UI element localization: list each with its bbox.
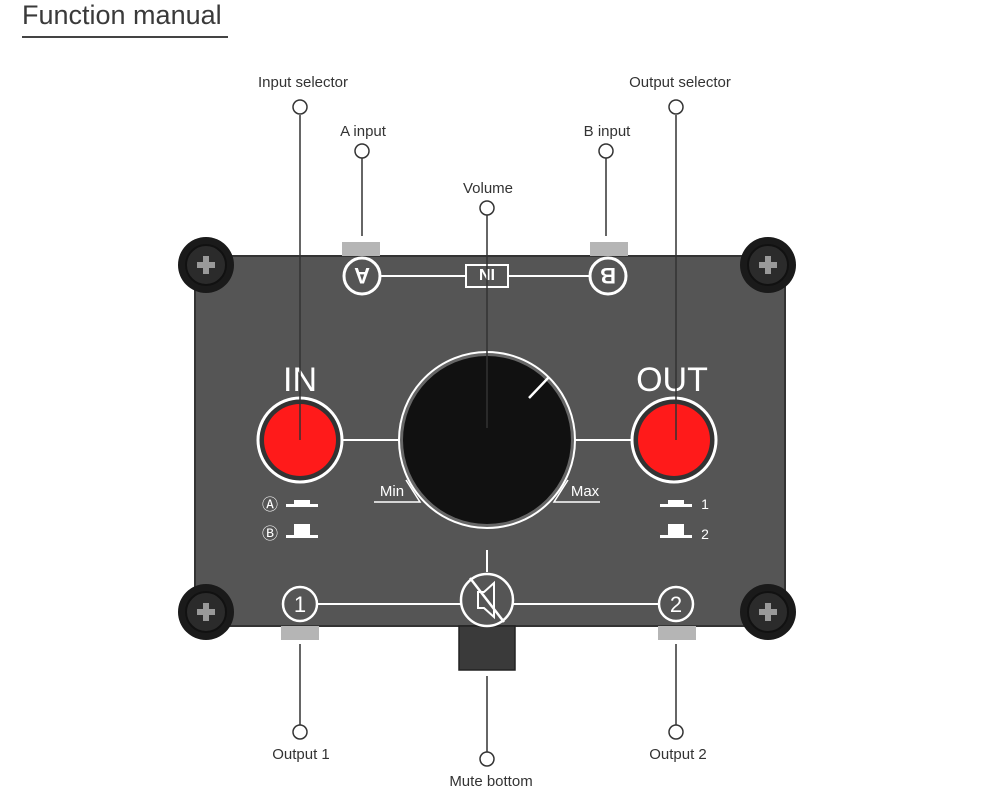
callout-volume: Volume <box>463 180 513 197</box>
callout-markers <box>292 99 684 767</box>
output-2-badge <box>657 585 695 623</box>
callout-a-input: A input <box>340 123 387 140</box>
b-input-glyph: B <box>600 263 616 288</box>
out-label: OUT <box>636 361 708 399</box>
callout-b-input: B input <box>584 123 632 140</box>
in-a-mark: Ⓐ <box>262 496 278 514</box>
max-label: Max <box>571 483 600 500</box>
output-2-port <box>658 626 696 640</box>
screw-top-right-icon <box>740 237 796 293</box>
in-b-switch-icon <box>286 535 318 538</box>
callout-output-selector: Output selector <box>629 74 731 91</box>
max-bracket <box>552 479 600 503</box>
in-a-switch-icon <box>286 504 318 507</box>
output-2-glyph: 2 <box>670 592 682 617</box>
title-underline <box>22 36 228 38</box>
out-1-mark: 1 <box>701 496 709 512</box>
screw-bottom-right-icon <box>740 584 796 640</box>
volume-pointer <box>528 376 550 399</box>
out-2-mark: 2 <box>701 526 709 542</box>
min-label: Min <box>380 483 404 500</box>
screw-bottom-left-icon <box>178 584 234 640</box>
out-2-switch-icon <box>660 535 692 538</box>
callout-output-1: Output 1 <box>272 746 330 763</box>
mute-button-body <box>458 625 516 671</box>
b-input-badge <box>588 256 628 296</box>
a-input-port <box>342 242 380 256</box>
b-input-port <box>590 242 628 256</box>
out-1-switch-icon <box>660 504 692 507</box>
min-bracket <box>374 479 422 503</box>
a-input-badge <box>342 256 382 296</box>
callout-leaders <box>299 115 677 752</box>
mute-speaker-icon <box>459 572 515 628</box>
output-1-port <box>281 626 319 640</box>
page-title: Function manual <box>22 0 222 30</box>
output-1-badge <box>281 585 319 623</box>
in-b-mark: Ⓑ <box>262 525 278 543</box>
callout-input-selector: Input selector <box>258 74 348 91</box>
a-input-glyph: A <box>354 263 370 288</box>
output-1-glyph: 1 <box>294 592 306 617</box>
screw-top-left-icon <box>178 237 234 293</box>
callout-mute: Mute bottom <box>449 773 532 790</box>
output-selector-cap <box>638 404 710 476</box>
callout-output-2: Output 2 <box>649 746 707 763</box>
